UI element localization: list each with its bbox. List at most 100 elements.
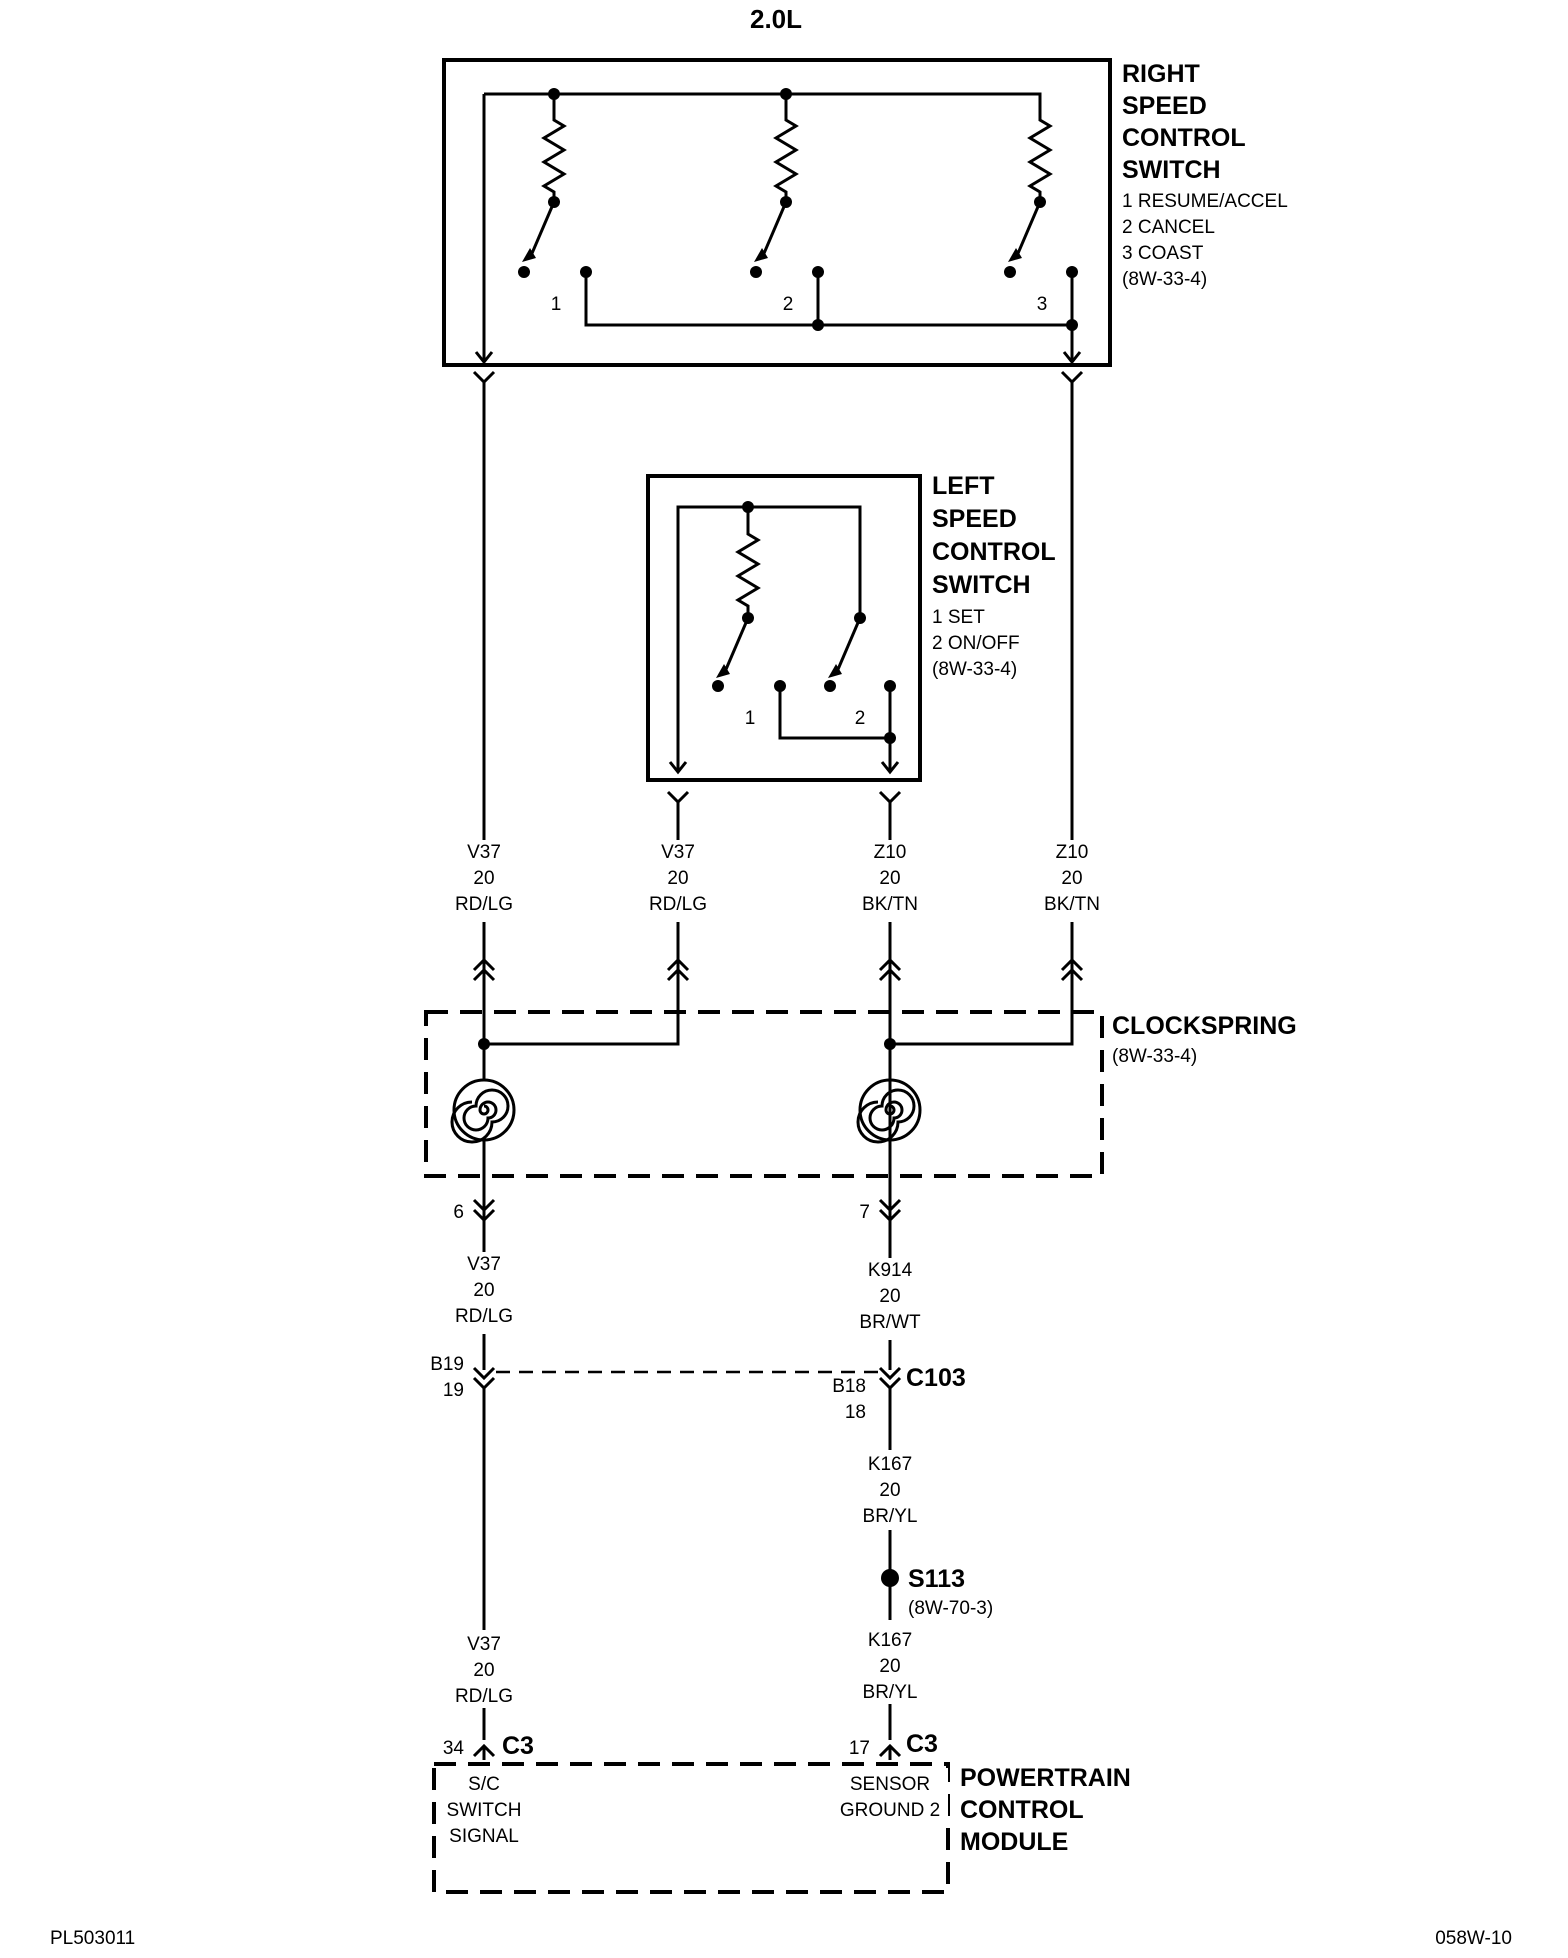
right-switch-connector-left <box>472 370 496 385</box>
wire-v37-lower-color: RD/LG <box>455 1686 513 1707</box>
right-contact-1: 1 <box>551 294 562 315</box>
clockspring-housing <box>424 1010 1104 1178</box>
mid-wire-labels: V37 20 RD/LG K914 20 BR/WT <box>440 1252 936 1334</box>
wire-k167-upper-color: BR/YL <box>863 1506 918 1527</box>
footer-left: PL503011 <box>50 1928 135 1949</box>
left-switch-connector-left <box>666 790 690 805</box>
c103-label: C103 <box>906 1364 966 1392</box>
right-resistor-3 <box>1027 110 1053 202</box>
lower-wire-labels: V37 20 RD/LG K167 20 BR/YL <box>440 1626 936 1707</box>
right-switch-bus <box>484 92 1042 120</box>
right-switch-connector-right <box>1060 370 1084 385</box>
wire-4-circuit: Z10 <box>1056 842 1089 863</box>
wire-3-circuit: Z10 <box>874 842 907 863</box>
clockspring-coil-left <box>450 1078 516 1144</box>
wire-k167-upper-gauge: 20 <box>879 1480 900 1501</box>
wire-k167-lower-gauge: 20 <box>879 1656 900 1677</box>
left-switch-connector-right <box>878 790 902 805</box>
wire-2-gauge: 20 <box>667 868 688 889</box>
splice-name: S113 <box>908 1565 965 1593</box>
pcm-pin-17: 17 <box>849 1738 870 1759</box>
wire-k914-color: BR/WT <box>859 1312 921 1333</box>
wire-2-circuit: V37 <box>661 842 695 863</box>
left-speed-control-switch: 1 2 LEFT SPEED CONTROL SWITCH 1 SET 2 ON… <box>646 472 1056 805</box>
left-switch-detail-2: 2 ON/OFF <box>932 633 1020 654</box>
right-contact-3: 3 <box>1037 294 1048 315</box>
c103-right-pin: 18 <box>845 1402 866 1423</box>
left-switch-name-1: LEFT <box>932 472 995 500</box>
right-speed-control-switch: 1 2 3 RIGHT SPEED CONTROL SWITCH 1 RESUM… <box>442 58 1288 385</box>
wire-4-color: BK/TN <box>1044 894 1100 915</box>
left-switch-return <box>778 686 890 740</box>
wire-1-color: RD/LG <box>455 894 513 915</box>
pcm-name-2: CONTROL <box>960 1796 1084 1824</box>
clockspring: CLOCKSPRING (8W-33-4) <box>424 1010 1297 1260</box>
clockspring-output-connectors <box>472 1198 902 1223</box>
pcm-pin-34: 34 <box>443 1738 465 1759</box>
connector-c103: B19 19 B18 18 C103 <box>430 1354 966 1423</box>
splice-s113: S113 (8W-70-3) <box>881 1565 993 1619</box>
pcm-func-left-3: SIGNAL <box>449 1826 519 1847</box>
left-switch-housing <box>646 474 922 782</box>
clockspring-ref: (8W-33-4) <box>1112 1046 1197 1067</box>
left-switch-detail-1: 1 SET <box>932 607 985 628</box>
wire-1-circuit: V37 <box>467 842 501 863</box>
footer-right: 058W-10 <box>1435 1928 1512 1949</box>
left-contact-2: 2 <box>855 708 866 729</box>
diagram-title: 2.0L <box>750 4 802 34</box>
left-contact-1: 1 <box>745 708 756 729</box>
left-resistor <box>735 525 761 618</box>
right-switch-detail-2: 2 CANCEL <box>1122 217 1215 238</box>
wire-k167-upper-circuit: K167 <box>868 1454 912 1475</box>
pcm-func-left-1: S/C <box>468 1774 500 1795</box>
upper-wire-labels: V37 20 RD/LG V37 20 RD/LG Z10 20 BK/TN Z… <box>440 840 1118 916</box>
wire-v37-mid-circuit: V37 <box>467 1254 501 1275</box>
right-switch-blade-2 <box>760 201 788 259</box>
right-resistor-1 <box>541 110 567 202</box>
wire-3-color: BK/TN <box>862 894 918 915</box>
pcm-func-left-2: SWITCH <box>447 1800 522 1821</box>
right-resistor-2 <box>773 110 799 202</box>
splice-ref: (8W-70-3) <box>908 1598 993 1619</box>
wire-2-color: RD/LG <box>649 894 707 915</box>
right-switch-detail-3: 3 COAST <box>1122 243 1204 264</box>
clockspring-pin-7: 7 <box>859 1202 870 1223</box>
right-switch-blade-1 <box>528 201 556 259</box>
clockspring-input-connectors <box>472 957 1084 982</box>
wire-k167-lower-circuit: K167 <box>868 1630 912 1651</box>
powertrain-control-module: 34 17 C3 C3 S/C SWITCH SIGNAL SENSOR GRO… <box>432 1730 1131 1894</box>
left-switch-name-3: CONTROL <box>932 538 1056 566</box>
right-switch-name-3: CONTROL <box>1122 124 1246 152</box>
wire-v37-lower-circuit: V37 <box>467 1634 501 1655</box>
wire-v37-mid-color: RD/LG <box>455 1306 513 1327</box>
right-switch-housing <box>442 58 1112 367</box>
left-switch-bus <box>676 505 862 770</box>
clockspring-pin-6: 6 <box>453 1202 464 1223</box>
left-switch-name-2: SPEED <box>932 505 1017 533</box>
right-switch-blade-3 <box>1014 201 1042 259</box>
pcm-func-right-1: SENSOR <box>850 1774 930 1795</box>
right-contact-2: 2 <box>783 294 794 315</box>
c103-left-pin: 19 <box>443 1380 464 1401</box>
pcm-func-right-2: GROUND 2 <box>840 1800 940 1821</box>
splice-dot <box>881 1569 899 1587</box>
left-switch-blade-1 <box>722 617 750 675</box>
pcm-name-1: POWERTRAIN <box>960 1764 1131 1792</box>
left-switch-name-4: SWITCH <box>932 571 1031 599</box>
wire-1-gauge: 20 <box>473 868 494 889</box>
wire-v37-mid-gauge: 20 <box>473 1280 494 1301</box>
right-switch-detail-1: 1 RESUME/ACCEL <box>1122 191 1288 212</box>
right-switch-return <box>584 272 1072 327</box>
right-switch-name-2: SPEED <box>1122 92 1207 120</box>
right-switch-detail-4: (8W-33-4) <box>1122 269 1207 290</box>
wire-k914-circuit: K914 <box>868 1260 913 1281</box>
right-switch-name-4: SWITCH <box>1122 156 1221 184</box>
pcm-name-3: MODULE <box>960 1828 1068 1856</box>
right-switch-name-1: RIGHT <box>1122 60 1200 88</box>
wire-k914-gauge: 20 <box>879 1286 900 1307</box>
wire-3-gauge: 20 <box>879 868 900 889</box>
left-switch-detail-3: (8W-33-4) <box>932 659 1017 680</box>
pcm-connector-left: C3 <box>502 1732 534 1760</box>
pcm-connector-right: C3 <box>906 1730 938 1758</box>
